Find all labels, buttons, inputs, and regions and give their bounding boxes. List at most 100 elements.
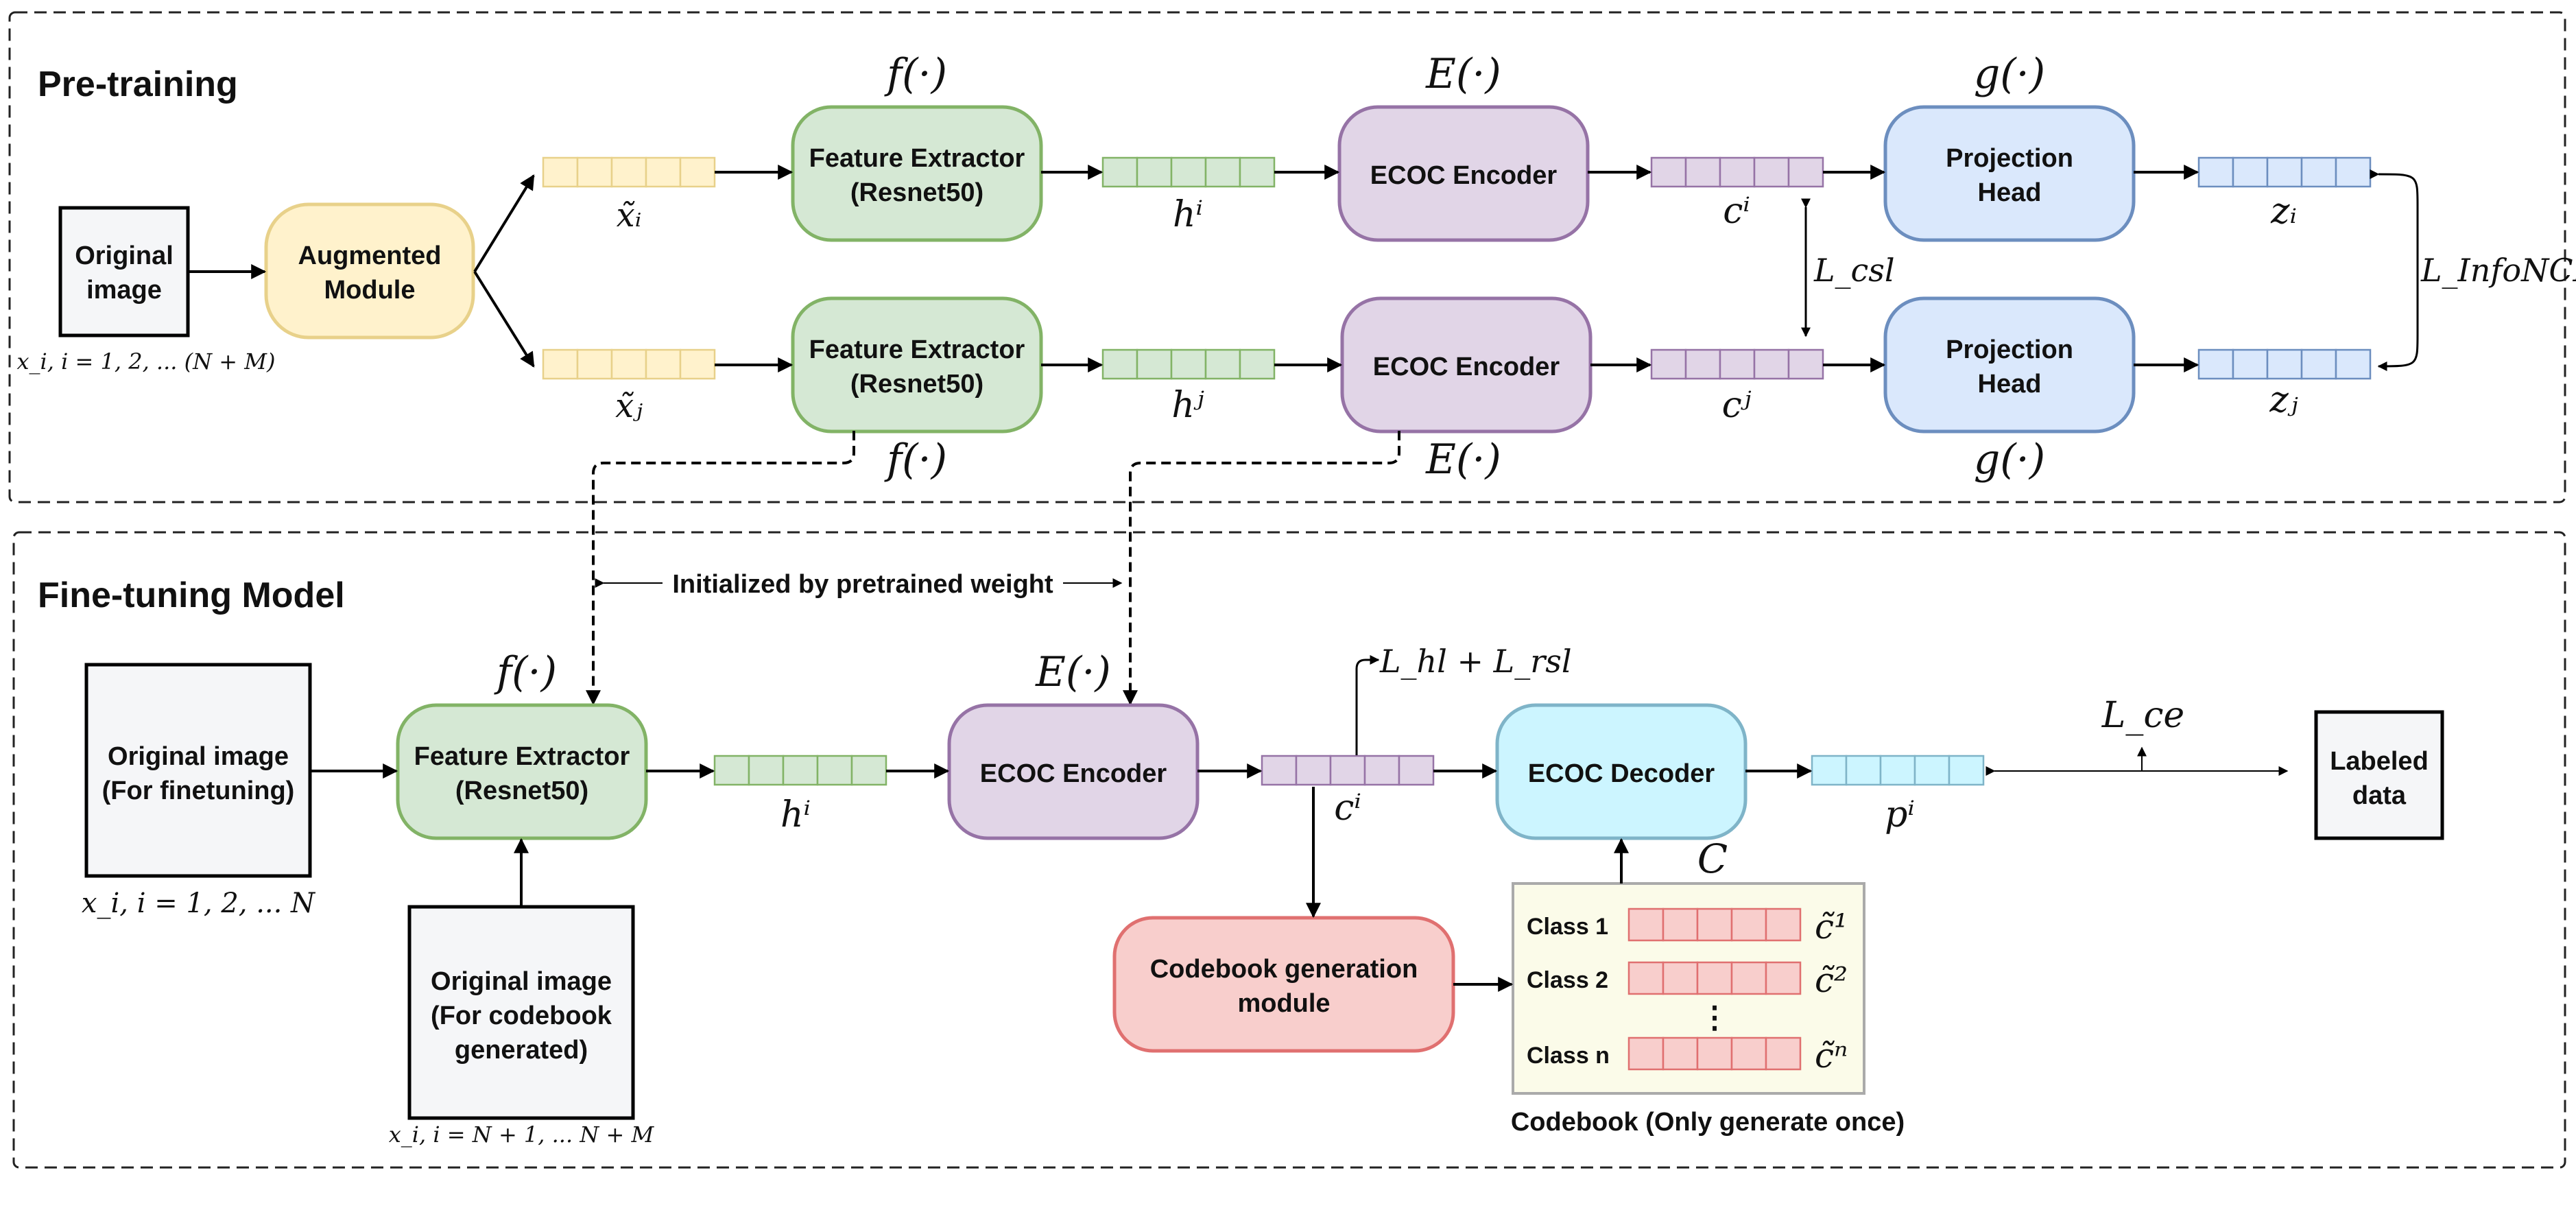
vector-cell (1753, 348, 1790, 380)
vector-cell (1765, 961, 1802, 995)
vector-cell (2300, 156, 2337, 188)
finetuning-title: Fine-tuning Model (38, 576, 345, 615)
vector-z-i (2197, 156, 2372, 188)
p-i-label: pⁱ (1885, 794, 1915, 835)
finetune-input-label: x_i, i = 1, 2, ... N (82, 888, 316, 919)
l-hl-rsl-label: L_hl + L_rsl (1379, 643, 1572, 680)
vector-cell (2300, 348, 2337, 380)
finetune-feature-extractor (396, 703, 648, 840)
vector-c-i (1650, 156, 1824, 188)
pretrain-E-label-bottom: E(·) (1425, 436, 1501, 484)
vector-cell (1101, 348, 1138, 380)
codebook-gen-line1: Codebook generation (1150, 955, 1418, 984)
vector-cell (1879, 755, 1916, 786)
codebook-row2-code: c̃² (1815, 960, 1848, 1000)
vector-h-j (1101, 348, 1276, 380)
vector-cell (1662, 961, 1699, 995)
vector-cell (2335, 348, 2372, 380)
codebook-row1-label: Class 1 (1527, 914, 1608, 940)
vector-cell (1398, 755, 1435, 786)
vector-cell (1684, 348, 1721, 380)
l-infonce-label: L_InfoNCE (2420, 252, 2576, 289)
codebook-image-line1: Original image (431, 967, 612, 996)
l-csl-label: L_csl (1813, 252, 1895, 289)
vector-cell (2232, 156, 2269, 188)
vector-cell (1765, 908, 1802, 942)
codebook-original-image-box (407, 905, 635, 1120)
c-i-label: cⁱ (1723, 191, 1750, 232)
pretrain-E-label-top: E(·) (1425, 50, 1501, 98)
x-tilde-i-label: x̃ᵢ (617, 196, 642, 235)
codebook-gen-line2: module (1237, 989, 1330, 1018)
codebook-image-line3: generated) (455, 1036, 588, 1065)
augmented-module-box (264, 202, 475, 340)
finetuning-frame (12, 531, 2566, 1169)
pretrain-fe-bottom-line1: Feature Extractor (809, 335, 1025, 364)
h-i-label: hⁱ (1173, 194, 1203, 235)
vector-cell (1136, 156, 1173, 188)
vector-cell (1627, 961, 1665, 995)
codebook-row3-code: c̃ⁿ (1815, 1036, 1848, 1076)
vector-cell (610, 348, 647, 380)
g-label-bottom: g(·) (1974, 436, 2045, 484)
pretrain-encoder-bottom-label: ECOC Encoder (1373, 353, 1560, 381)
vector-cell (1136, 348, 1173, 380)
finetune-c-i-label: cⁱ (1334, 787, 1361, 829)
vector-cell (1787, 156, 1824, 188)
finetune-original-image-line2: (For finetuning) (102, 776, 295, 805)
vector-cell (1101, 156, 1138, 188)
z-i-label: zᵢ (2270, 191, 2297, 232)
vector-cell (576, 156, 613, 188)
labeled-data-line1: Labeled (2330, 747, 2429, 776)
projection-head-top (1883, 105, 2136, 242)
augmented-module-line2: Module (324, 276, 416, 305)
vector-cell (1261, 755, 1298, 786)
vector-cell (1295, 755, 1332, 786)
vector-cell (2266, 156, 2303, 188)
augmented-module-line1: Augmented (298, 241, 442, 270)
x-tilde-j-label: x̃ⱼ (615, 387, 643, 425)
finetune-encoder-label: ECOC Encoder (980, 759, 1167, 788)
projection-head-top-line1: Projection (1946, 144, 2073, 173)
labeled-data-box (2314, 710, 2444, 840)
vector-cell (1684, 156, 1721, 188)
h-j-label: hʲ (1171, 385, 1204, 426)
vector-cell (679, 156, 716, 188)
vector-cell (1696, 908, 1733, 942)
vector-cell (542, 348, 579, 380)
finetune-fe-line2: (Resnet50) (455, 776, 588, 805)
vector-cell (1845, 755, 1882, 786)
projection-head-bottom (1883, 296, 2136, 434)
vector-cell (1650, 156, 1687, 188)
pretraining-title: Pre-training (38, 64, 238, 104)
finetune-original-image-line1: Original image (108, 742, 289, 771)
codebook-row2-label: Class 2 (1527, 967, 1608, 993)
vector-cell (1627, 908, 1665, 942)
vector-cell (1948, 755, 1985, 786)
vector-cell (1730, 961, 1767, 995)
vector-cell (850, 755, 887, 786)
finetune-original-image-box (84, 663, 312, 878)
init-link-feature-extractor (586, 431, 855, 706)
codebook-C-label: C (1697, 835, 1728, 882)
pretrain-f-label-bottom: f(·) (884, 436, 947, 484)
vector-finetune-c-i (1261, 755, 1435, 786)
vector-cell (1787, 348, 1824, 380)
codebook-ellipsis: ⋮ (1700, 1001, 1730, 1034)
codebook-input-label: x_i, i = N + 1, ... N + M (389, 1122, 655, 1148)
pretraining-frame (8, 11, 2566, 503)
vector-cell (713, 755, 750, 786)
vector-cell (1811, 755, 1848, 786)
l-hl-rsl-arrow (1355, 655, 1380, 755)
codebook-row3-vector (1627, 1036, 1802, 1071)
vector-cell (610, 156, 647, 188)
pretrain-original-image-box (58, 206, 190, 337)
pretrain-fe-top-line1: Feature Extractor (809, 144, 1025, 173)
vector-cell (1650, 348, 1687, 380)
projection-head-top-line2: Head (1978, 178, 2042, 207)
vector-cell (2335, 156, 2372, 188)
vector-x-tilde-i (542, 156, 716, 188)
codebook-row2-vector (1627, 961, 1802, 995)
vector-cell (1239, 348, 1276, 380)
